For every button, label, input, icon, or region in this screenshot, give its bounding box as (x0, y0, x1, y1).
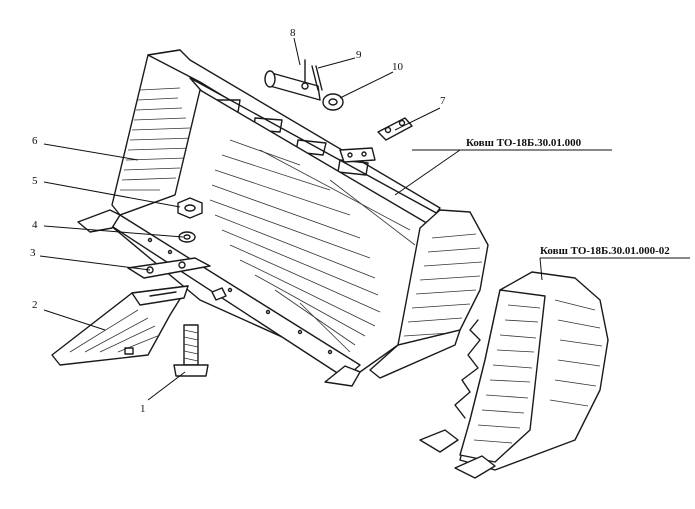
leader-10 (339, 71, 394, 99)
left-side-hatching (120, 87, 195, 191)
main-bucket-label: Ковш ТО-18Б.30.01.000 (466, 137, 582, 149)
alt-bucket-tooth-right (454, 455, 496, 479)
alt-bucket-stepped-edge (454, 319, 481, 419)
leader-5 (43, 181, 181, 208)
part-4-washer (178, 231, 196, 243)
part-10-washer (322, 93, 344, 111)
leader-alt-bucket (539, 257, 690, 281)
callout-1: 1 (140, 403, 146, 415)
hinge-bracket (339, 147, 376, 163)
alt-bucket (419, 271, 609, 479)
main-bucket-left-tooth (77, 209, 121, 233)
part-5-nut (177, 197, 203, 219)
leader-8 (293, 37, 301, 66)
part-7-link-plate (377, 117, 413, 141)
bottom-plate-hatching (209, 139, 416, 353)
leader-1 (147, 371, 186, 401)
part-9-cotter (311, 65, 323, 91)
leader-3 (39, 255, 151, 271)
callout-7: 7 (440, 95, 446, 107)
callout-10: 10 (392, 61, 404, 73)
callout-5: 5 (32, 175, 38, 187)
part-8-pin (264, 59, 321, 101)
leader-7 (394, 107, 441, 131)
callout-6: 6 (32, 135, 38, 147)
part-1-bolt (173, 324, 209, 377)
part-3-plate (127, 257, 211, 279)
leader-2 (43, 309, 106, 331)
main-bucket-right-tooth (324, 365, 361, 387)
leader-4 (43, 225, 184, 238)
alt-bucket-label: Ковш ТО-18Б.30.01.000-02 (540, 245, 670, 257)
right-side-hatching (403, 233, 483, 337)
small-bolt (211, 287, 227, 301)
callout-4: 4 (32, 219, 38, 231)
part-2-tooth (51, 285, 189, 366)
alt-bucket-hatching (473, 299, 603, 444)
callout-8: 8 (290, 27, 296, 39)
alt-bucket-tooth-left (419, 429, 459, 453)
main-bucket (77, 49, 489, 387)
leader-lines (39, 37, 690, 401)
right-side-lower-edge (369, 329, 461, 379)
cutting-edge-bolt-holes (147, 237, 333, 355)
callout-2: 2 (32, 299, 38, 311)
leader-main-bucket (394, 149, 612, 196)
callout-9: 9 (356, 49, 362, 61)
leader-9 (317, 57, 356, 69)
callout-3: 3 (30, 247, 36, 259)
leader-6 (43, 143, 139, 161)
